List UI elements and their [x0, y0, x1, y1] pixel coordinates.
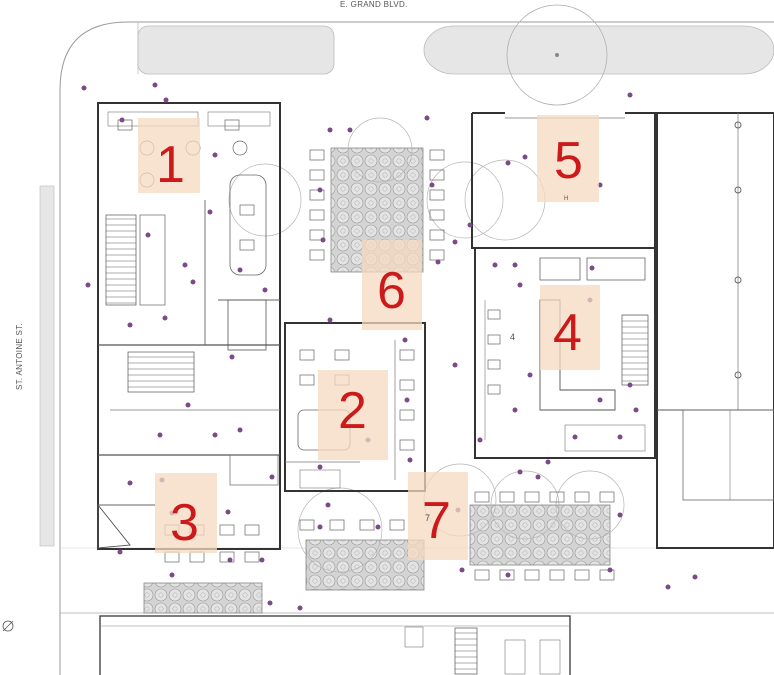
room-tag-4: 4	[510, 332, 515, 342]
planter-courtyard-south	[305, 539, 425, 591]
street-paving-west	[39, 185, 55, 547]
planter-south-street	[143, 582, 263, 614]
room-tag-5: H	[564, 196, 568, 202]
zone-number-1: 1	[156, 136, 185, 194]
planter-east-terrace	[469, 504, 611, 566]
stair-south	[454, 627, 478, 675]
zone-highlight-1	[138, 118, 200, 193]
building-far-east	[656, 112, 774, 549]
zone-highlight-3	[155, 473, 217, 553]
street-paving-north-left	[137, 25, 335, 75]
north-arrow-icon	[2, 620, 14, 632]
zone-number-7: 7	[422, 492, 451, 550]
zone-highlight-2	[318, 370, 388, 460]
zone-highlight-7	[408, 472, 468, 560]
tree-canopies	[228, 117, 625, 573]
restrooms-east	[539, 257, 581, 281]
room-tag-7: 7	[425, 513, 430, 523]
zone-highlight-5	[537, 115, 599, 202]
zone-highlight-4	[540, 285, 600, 370]
zone-number-5: 5	[554, 132, 583, 190]
street-paving-north-right	[423, 25, 774, 75]
zone-highlight-6	[362, 240, 422, 330]
street-label-e-grand-blvd: E. GRAND BLVD.	[340, 0, 408, 9]
planters	[143, 147, 611, 614]
zone-highlights	[138, 115, 600, 560]
booth-seating	[229, 174, 267, 276]
zone-number-6: 6	[377, 262, 406, 320]
outdoor-tables	[117, 119, 615, 581]
kitchen-equipment-north	[105, 214, 137, 306]
zone-number-3: 3	[170, 494, 199, 552]
zone-number-2: 2	[338, 382, 367, 440]
building-west	[97, 102, 281, 550]
streetscape	[39, 4, 774, 675]
restrooms-west	[227, 299, 267, 351]
people-markers	[81, 82, 698, 611]
zone-number-4: 4	[553, 304, 582, 362]
tree-canopy	[506, 4, 608, 106]
south-building	[99, 615, 571, 675]
kitchen-equipment-south	[127, 351, 195, 393]
